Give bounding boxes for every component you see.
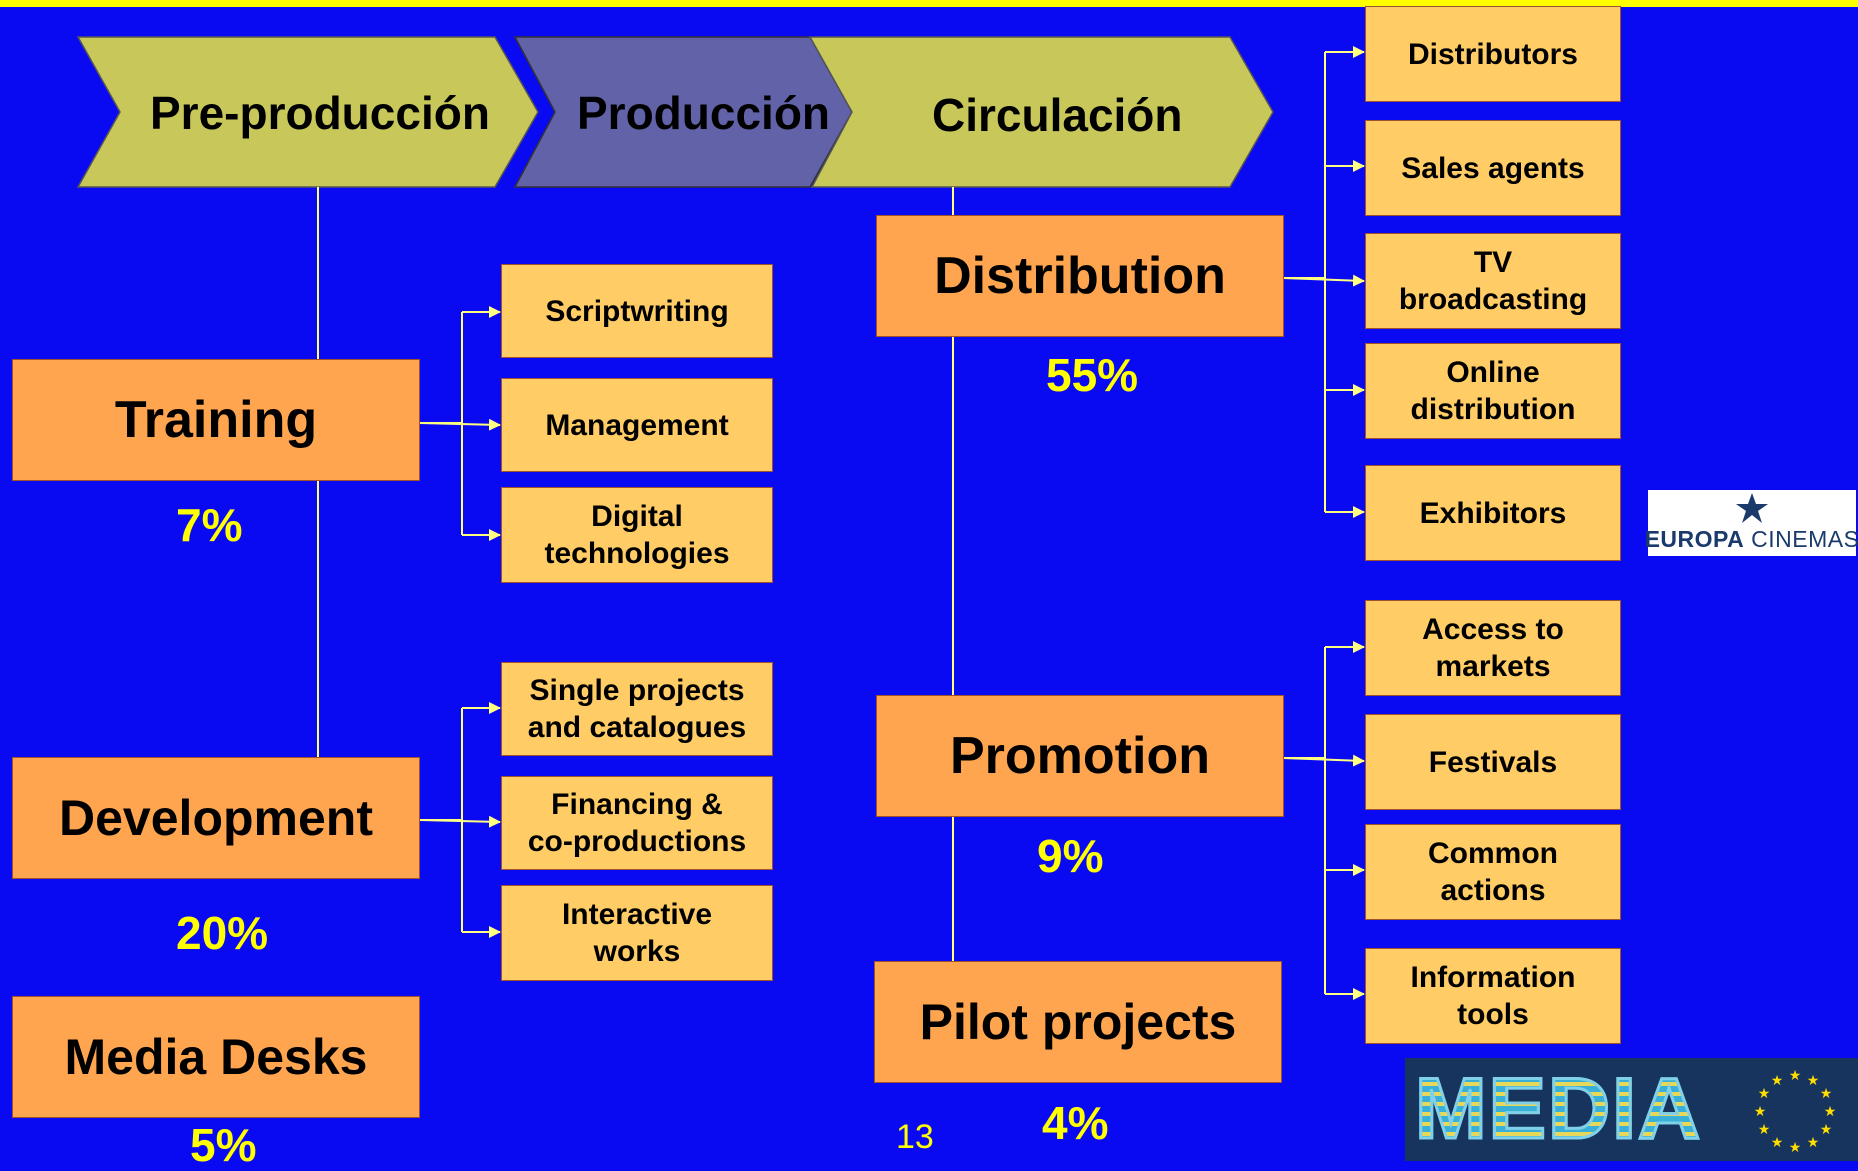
stage-chevron-circulacion — [808, 36, 1274, 188]
box-distribution-label: Distribution — [934, 247, 1226, 305]
sub-box-financing: Financing & co-productions — [501, 776, 773, 870]
box-promotion: Promotion — [876, 695, 1284, 817]
sub-box-distributors: Distributors — [1365, 6, 1621, 102]
svg-text:★: ★ — [1758, 1122, 1771, 1138]
sub-box-tv-broadcasting: TV broadcasting — [1365, 233, 1621, 329]
box-training-label: Training — [114, 391, 318, 449]
sub-box-sales-agents: Sales agents — [1365, 120, 1621, 216]
sub-box-access-to-markets: Access to markets — [1365, 600, 1621, 696]
sub-box-exhibitors: Exhibitors — [1365, 465, 1621, 561]
sub-box-information-tools: Information tools — [1365, 948, 1621, 1044]
svg-text:★: ★ — [1758, 1086, 1771, 1102]
svg-text:★: ★ — [1820, 1122, 1833, 1138]
stage-label-preproduccion: Pre-producción — [150, 87, 490, 139]
box-media-desks-label: Media Desks — [64, 1029, 368, 1085]
sub-box-interactive-works: Interactive works — [501, 885, 773, 981]
media-programme-logo: MEDIA ★ ★ ★ ★ ★ ★ ★ ★ ★ ★ ★ ★ — [1405, 1058, 1858, 1161]
percent-training: 7% — [176, 499, 243, 551]
box-development-label: Development — [59, 790, 373, 846]
box-media-desks: Media Desks — [12, 996, 420, 1118]
percent-distribution: 55% — [1046, 349, 1139, 401]
percent-media-desks: 5% — [190, 1119, 257, 1171]
box-development: Development — [12, 757, 420, 879]
sub-box-management: Management — [501, 378, 773, 472]
svg-text:★: ★ — [1771, 1073, 1784, 1089]
stage-label-produccion: Producción — [577, 87, 831, 139]
svg-text:★: ★ — [1754, 1104, 1767, 1120]
svg-text:★: ★ — [1807, 1073, 1820, 1089]
media-wordmark: MEDIA — [1413, 1061, 1703, 1157]
sub-box-festivals: Festivals — [1365, 714, 1621, 810]
eu-stars-icon: ★ ★ ★ ★ ★ ★ ★ ★ ★ ★ ★ ★ — [1754, 1068, 1837, 1154]
box-promotion-label: Promotion — [950, 727, 1210, 785]
slide-number: 13 — [896, 1118, 934, 1156]
europa-cinemas-logo: EUROPA CINEMAS — [1644, 490, 1858, 556]
svg-text:★: ★ — [1771, 1135, 1784, 1151]
stage-chevron-preproduccion — [76, 36, 539, 188]
svg-text:★: ★ — [1789, 1068, 1802, 1084]
sub-box-online-distribution: Online distribution — [1365, 343, 1621, 439]
percent-development: 20% — [176, 907, 269, 959]
box-training: Training — [12, 359, 420, 481]
stage-label-circulacion: Circulación — [932, 89, 1183, 141]
europa-cinemas-wordmark: EUROPA CINEMAS — [1644, 526, 1858, 552]
percent-pilot-projects: 4% — [1042, 1097, 1109, 1149]
svg-text:★: ★ — [1820, 1086, 1833, 1102]
percent-promotion: 9% — [1037, 830, 1104, 882]
box-pilot-projects: Pilot projects — [874, 961, 1282, 1083]
box-pilot-projects-label: Pilot projects — [919, 994, 1237, 1050]
connector-lines — [317, 46, 1365, 1000]
svg-text:★: ★ — [1807, 1135, 1820, 1151]
top-accent-bar — [0, 0, 1858, 7]
star-icon — [1736, 493, 1768, 523]
sub-box-digital-technologies: Digital technologies — [501, 487, 773, 583]
svg-text:★: ★ — [1789, 1140, 1802, 1154]
sub-box-single-projects: Single projects and catalogues — [501, 662, 773, 756]
sub-box-scriptwriting: Scriptwriting — [501, 264, 773, 358]
box-distribution: Distribution — [876, 215, 1284, 337]
svg-text:★: ★ — [1824, 1104, 1837, 1120]
sub-box-common-actions: Common actions — [1365, 824, 1621, 920]
